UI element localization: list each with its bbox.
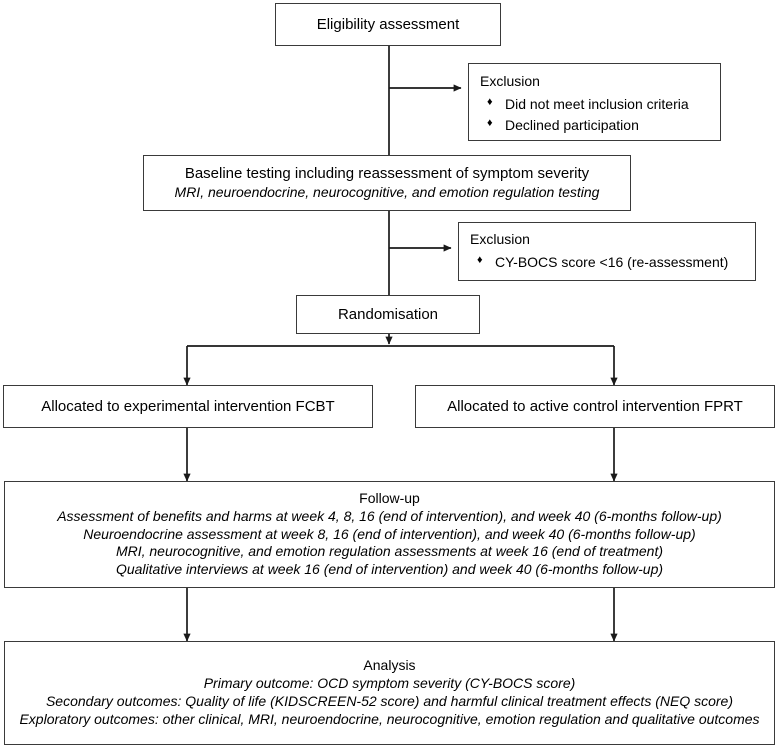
followup-line-4: Qualitative interviews at week 16 (end o… <box>115 561 664 578</box>
node-allocation-control: Allocated to active control intervention… <box>415 385 775 428</box>
followup-line-2: Neuroendocrine assessment at week 8, 16 … <box>83 525 696 542</box>
node-baseline-testing: Baseline testing including reassessment … <box>143 155 631 211</box>
node-exclusion-1: Exclusion ♦ Did not meet inclusion crite… <box>468 63 721 141</box>
node-analysis: Analysis Primary outcome: OCD symptom se… <box>4 641 775 745</box>
list-item: ♦ Declined participation <box>487 115 720 136</box>
node-followup: Follow-up Assessment of benefits and har… <box>4 481 775 588</box>
allocation-left-label: Allocated to experimental intervention F… <box>41 397 335 415</box>
exclusion-2-title: Exclusion <box>470 231 530 247</box>
node-allocation-experimental: Allocated to experimental intervention F… <box>3 385 373 428</box>
node-exclusion-2: Exclusion ♦ CY-BOCS score <16 (re-assess… <box>458 222 756 281</box>
analysis-line-3: Exploratory outcomes: other clinical, MR… <box>19 710 760 727</box>
node-randomisation: Randomisation <box>296 295 480 334</box>
followup-heading: Follow-up <box>359 489 420 506</box>
diamond-bullet-icon: ♦ <box>487 95 493 108</box>
list-item-label: Declined participation <box>505 116 639 133</box>
analysis-heading: Analysis <box>363 657 416 674</box>
exclusion-1-list: ♦ Did not meet inclusion criteria ♦ Decl… <box>469 94 720 136</box>
randomisation-label: Randomisation <box>337 305 439 323</box>
eligibility-label: Eligibility assessment <box>316 15 460 33</box>
exclusion-2-list: ♦ CY-BOCS score <16 (re-assessment) <box>459 252 755 273</box>
analysis-line-2: Secondary outcomes: Quality of life (KID… <box>45 693 734 709</box>
exclusion-1-title: Exclusion <box>480 73 540 89</box>
diamond-bullet-icon: ♦ <box>487 116 493 129</box>
baseline-line-2: MRI, neuroendocrine, neurocognitive, and… <box>174 183 600 200</box>
list-item-label: CY-BOCS score <16 (re-assessment) <box>495 253 729 270</box>
list-item: ♦ CY-BOCS score <16 (re-assessment) <box>477 252 755 273</box>
list-item-label: Did not meet inclusion criteria <box>505 95 689 112</box>
followup-line-3: MRI, neurocognitive, and emotion regulat… <box>115 543 664 560</box>
node-eligibility-assessment: Eligibility assessment <box>275 3 501 46</box>
diamond-bullet-icon: ♦ <box>477 253 483 266</box>
analysis-line-1: Primary outcome: OCD symptom severity (C… <box>203 675 576 692</box>
allocation-right-label: Allocated to active control intervention… <box>447 397 743 415</box>
followup-line-1: Assessment of benefits and harms at week… <box>57 507 722 524</box>
list-item: ♦ Did not meet inclusion criteria <box>487 94 720 115</box>
baseline-line-1: Baseline testing including reassessment … <box>184 165 590 183</box>
